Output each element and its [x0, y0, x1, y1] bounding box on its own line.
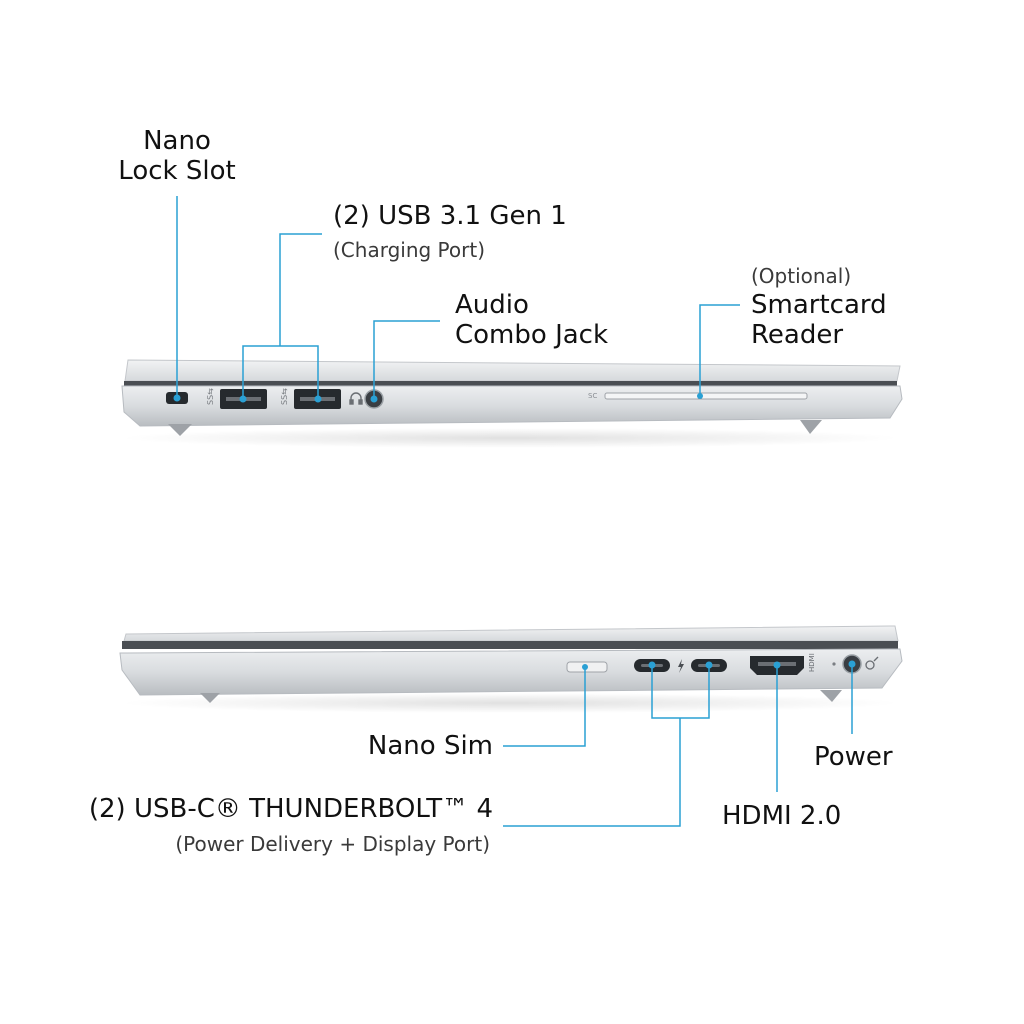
laptop-lid	[124, 359, 901, 382]
laptop-foot	[820, 690, 842, 702]
laptop-right-side: HDMI	[119, 625, 903, 713]
nano-sim-label: Nano Sim	[367, 731, 493, 761]
callout-line-usb-c	[503, 718, 681, 827]
nano-lock-slot-label: Nano Lock Slot	[110, 126, 244, 186]
usb-superspeed-icon: SS⇆	[206, 388, 215, 405]
svg-text:SS⇆: SS⇆	[206, 388, 215, 405]
label-line: Combo Jack	[455, 320, 609, 350]
laptop-foot	[800, 420, 822, 434]
laptop-gap	[124, 381, 897, 386]
callout-line-audio	[373, 320, 440, 399]
power-label: Power	[814, 742, 893, 772]
label-line: Nano	[143, 126, 211, 156]
laptop-shadow	[120, 428, 900, 448]
label-line: Lock Slot	[118, 156, 236, 186]
thunderbolt-icon	[678, 659, 684, 673]
hdmi-logo-icon: HDMI	[808, 653, 816, 672]
audio-combo-jack-label: Audio Combo Jack	[455, 290, 608, 350]
smartcard-reader-label: Smartcard Reader	[751, 290, 887, 350]
usb-c-subtitle: (Power Delivery + Display Port)	[175, 832, 490, 856]
usb-a-title: (2) USB 3.1 Gen 1	[333, 201, 567, 231]
usb-superspeed-icon: SS⇆	[280, 388, 289, 405]
laptop-gap	[122, 641, 898, 649]
smartcard-slot	[604, 392, 808, 400]
usb-c-title: (2) USB-C® THUNDERBOLT™ 4	[88, 794, 493, 824]
callout-line-smartcard	[699, 304, 740, 396]
laptop-foot	[200, 693, 220, 703]
usb-a-subtitle: (Charging Port)	[333, 238, 486, 262]
laptop-left-side: SS⇆ SS⇆ SC	[120, 359, 903, 448]
power-icon	[865, 656, 879, 670]
callout-line-usb	[279, 233, 322, 346]
callout-line-nano-sim	[503, 667, 586, 747]
label-line: Smartcard	[751, 290, 887, 320]
status-led	[832, 662, 836, 666]
smartcard-marking: SC	[588, 392, 597, 400]
hdmi-label: HDMI 2.0	[722, 801, 842, 831]
smartcard-optional: (Optional)	[751, 264, 852, 288]
laptop-foot	[168, 424, 192, 436]
label-line: Reader	[751, 320, 844, 350]
label-line: Audio	[455, 290, 529, 320]
laptop-shadow	[120, 693, 900, 713]
callout-lines-top	[176, 196, 740, 399]
laptop-lid	[123, 625, 899, 642]
svg-text:HDMI: HDMI	[808, 653, 816, 672]
headset-icon	[349, 392, 363, 405]
callout-lines-bottom	[503, 664, 853, 827]
svg-text:SS⇆: SS⇆	[280, 388, 289, 405]
